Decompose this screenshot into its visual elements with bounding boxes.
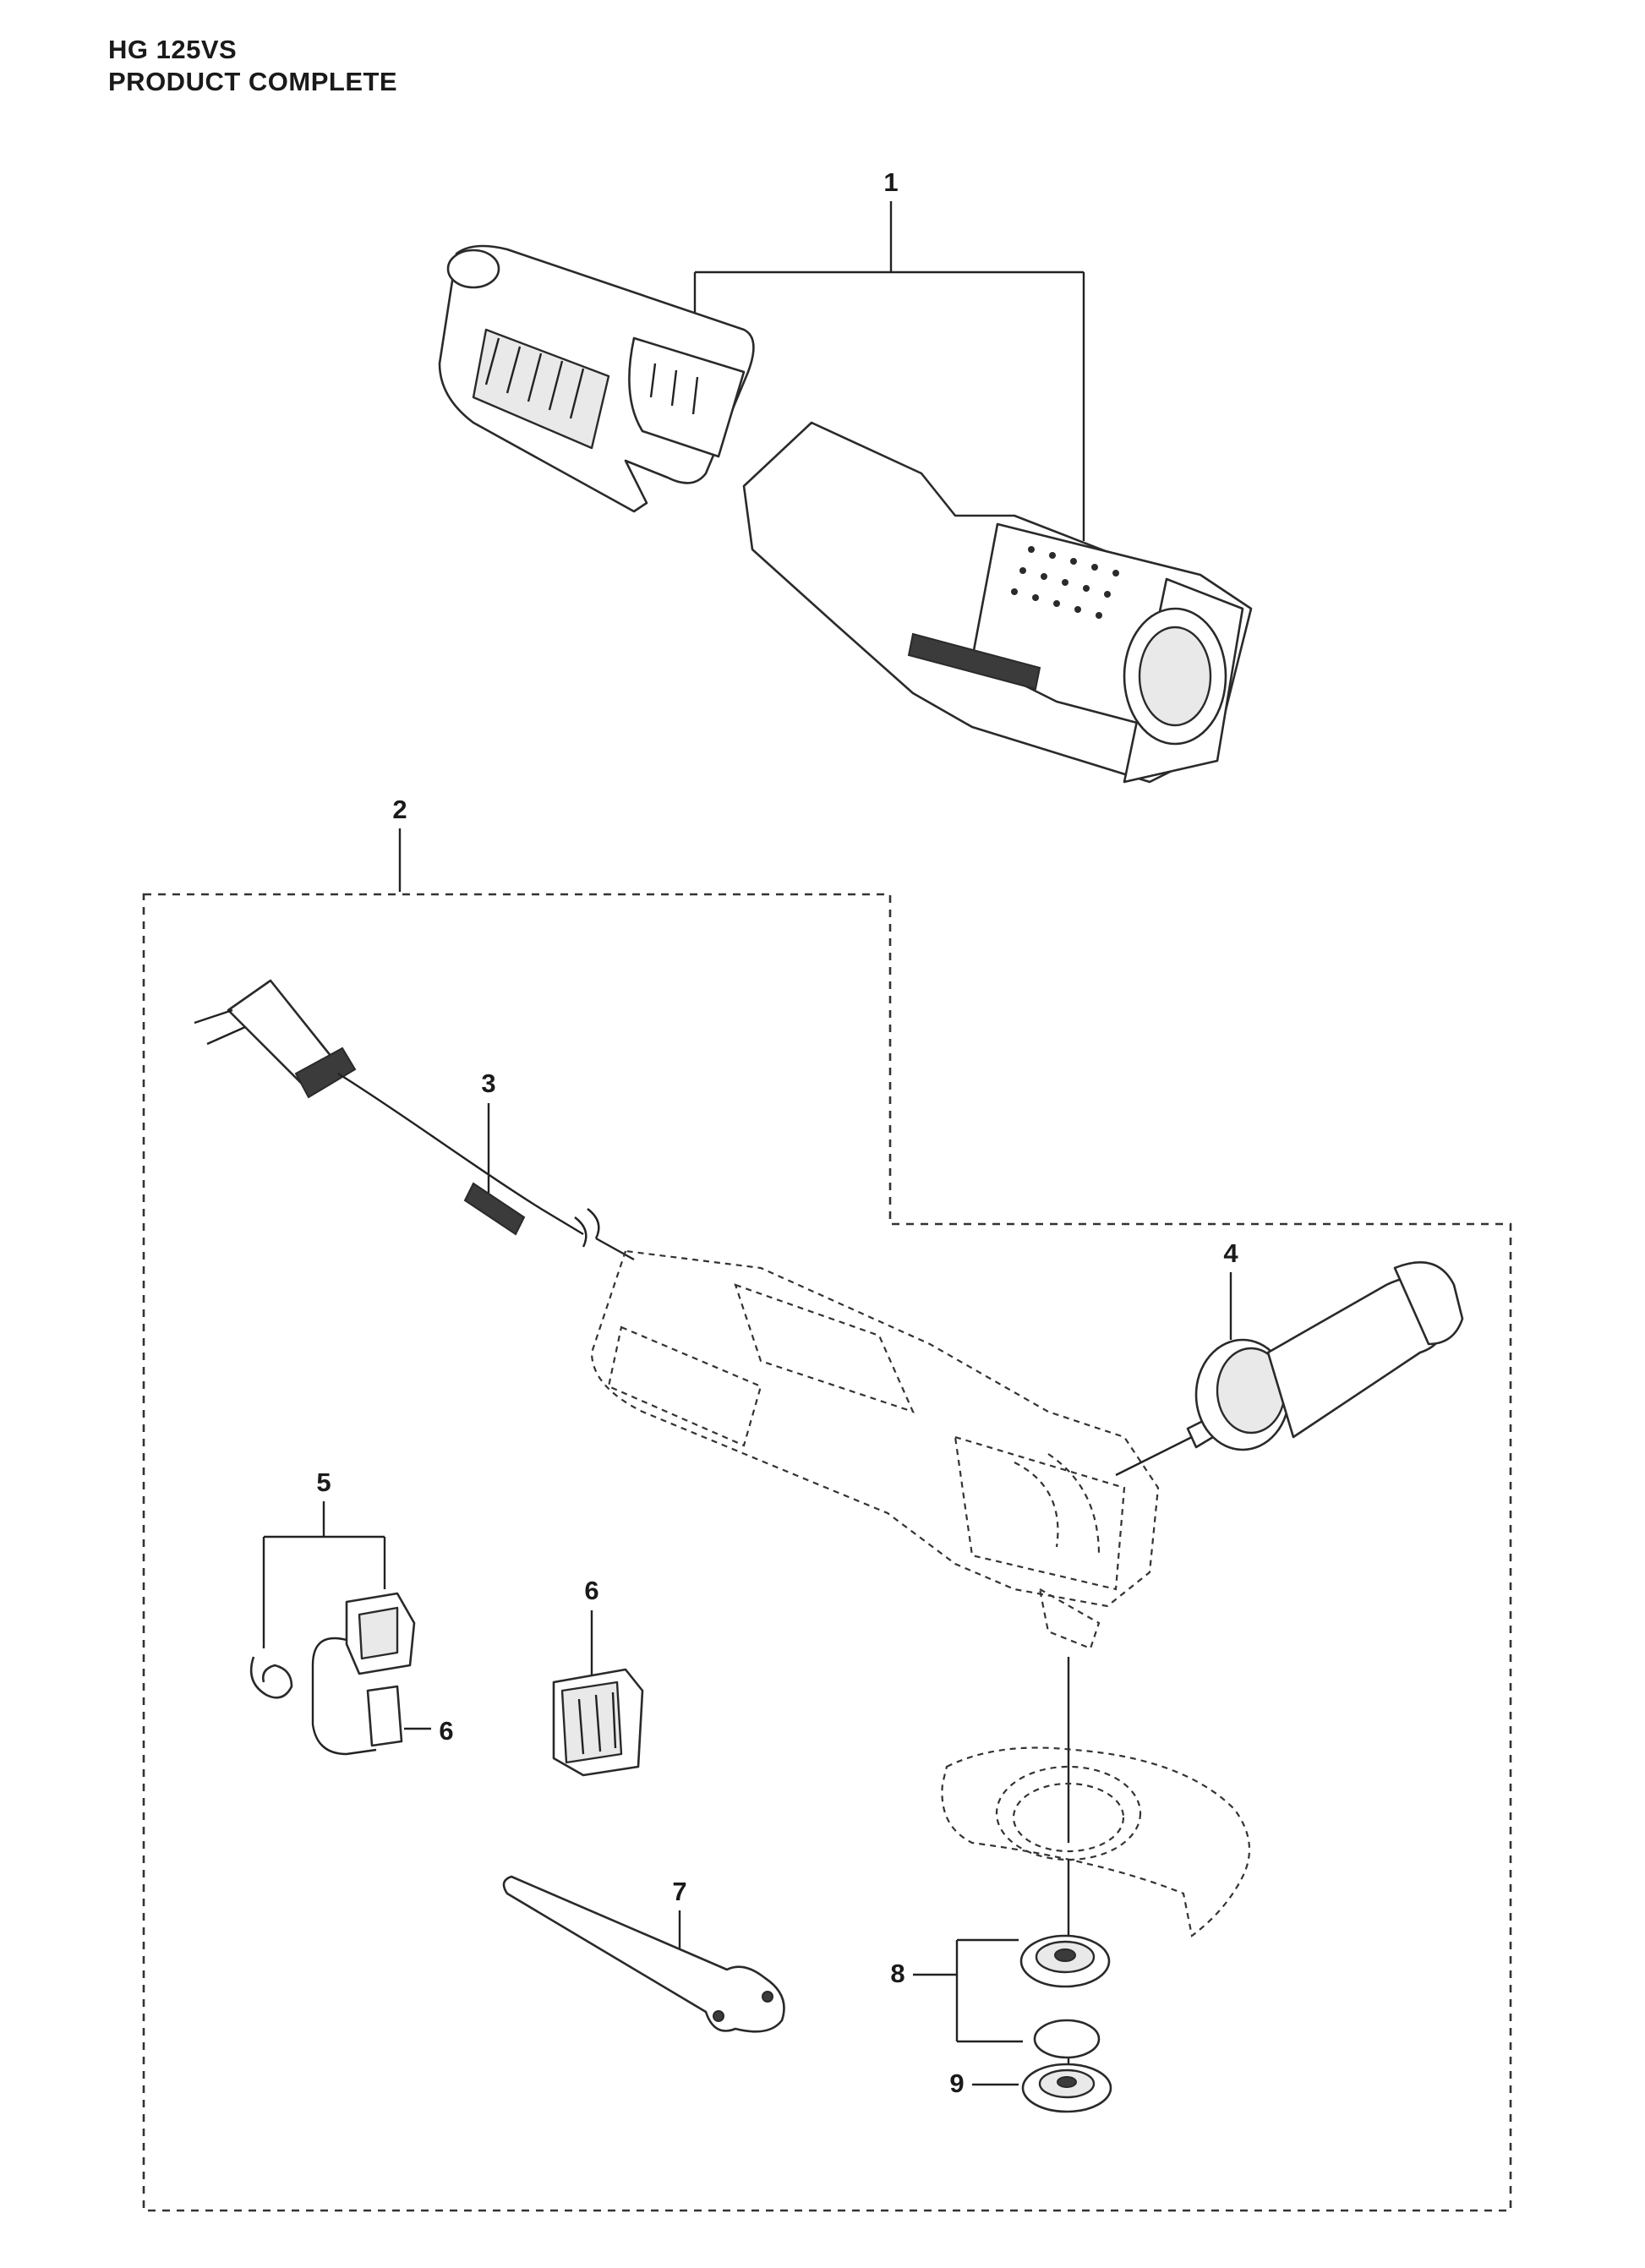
model-title: HG 125VS: [108, 35, 238, 64]
wheel-guard-ghost: [941, 1657, 1251, 1937]
callout-1[interactable]: 1: [883, 167, 898, 197]
callout-5[interactable]: 5: [316, 1467, 331, 1497]
part-8-flange: 8: [890, 1860, 1111, 2059]
callout-4[interactable]: 4: [1223, 1238, 1238, 1268]
grinder-body-ghost: [590, 1249, 1160, 1650]
callout-6a[interactable]: 6: [439, 1716, 453, 1746]
callout-3[interactable]: 3: [481, 1068, 495, 1098]
part-6-switch: 6: [552, 1576, 644, 1777]
callout-6b[interactable]: 6: [584, 1576, 598, 1605]
part-7-spanner: 7: [502, 1875, 785, 2033]
part-2-assembly: 2: [142, 795, 1512, 2212]
part-3-power-cord: 3: [194, 979, 635, 1261]
leader-5: [262, 1501, 386, 1648]
callout-8[interactable]: 8: [890, 1959, 904, 1988]
part-4-side-handle: 4: [1115, 1238, 1464, 1477]
part-5-switch-assembly: 5 6: [249, 1467, 454, 1756]
callout-2[interactable]: 2: [392, 795, 407, 824]
leader-1: [693, 201, 1085, 541]
assembly-boundary: [142, 893, 1512, 2212]
rear-cover: [438, 244, 755, 513]
leader-8: [913, 1938, 1023, 2043]
section-title: PRODUCT COMPLETE: [108, 67, 398, 96]
vent-holes: [1011, 546, 1119, 619]
main-housing: [742, 421, 1253, 784]
callout-7[interactable]: 7: [672, 1877, 686, 1906]
part-9-nut: 9: [949, 2058, 1112, 2113]
part-1-housing: 1: [438, 167, 1253, 784]
callout-9[interactable]: 9: [949, 2069, 964, 2098]
diagram-header: HG 125VS PRODUCT COMPLETE: [108, 34, 397, 98]
